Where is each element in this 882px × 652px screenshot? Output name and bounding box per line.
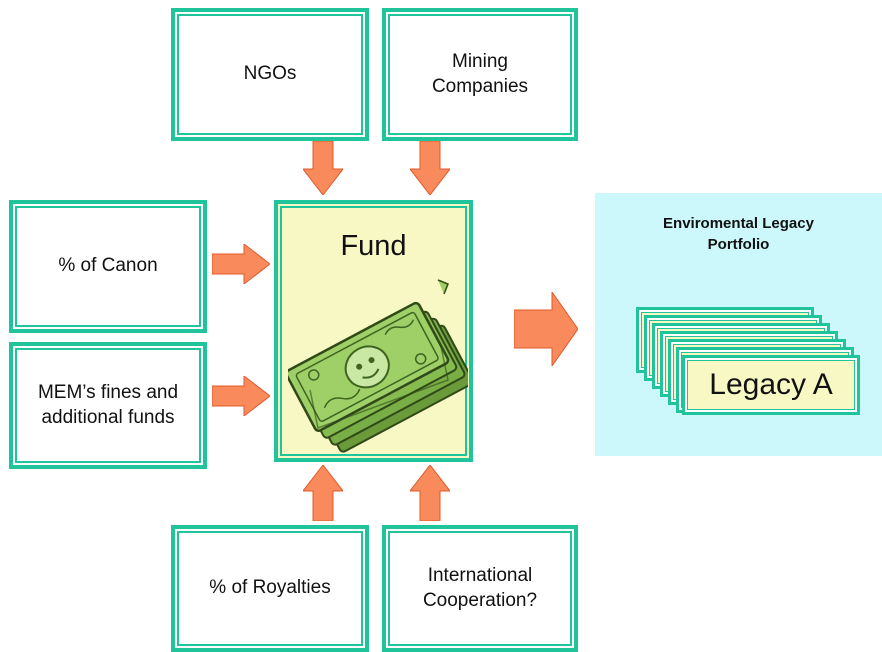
source-label-mining-companies: Mining Companies — [431, 50, 529, 97]
arrow-up-icon — [303, 465, 343, 521]
source-box-international-cooperation: International Cooperation? — [382, 525, 578, 652]
arrow-right-icon — [212, 376, 270, 416]
money-stack-icon — [288, 279, 468, 453]
arrow-down-icon — [303, 141, 343, 195]
arrow-up-icon — [410, 465, 450, 521]
portfolio-title: Enviromental Legacy Portfolio — [663, 215, 814, 253]
source-box-ngos: NGOs — [171, 8, 369, 141]
source-box-mem-fines: MEM’s fines and additional funds — [9, 342, 207, 469]
arrow-right-large-icon — [514, 292, 578, 366]
legacy-card-label: Legacy A — [709, 368, 833, 401]
fund-box: Fund — [274, 200, 473, 462]
source-label-royalties: % of Royalties — [209, 577, 331, 599]
source-box-royalties: % of Royalties — [171, 525, 369, 652]
legacy-portfolio-panel: Enviromental Legacy Portfolio Legacy A — [595, 193, 882, 456]
source-label-international-cooperation: International Cooperation? — [422, 564, 538, 611]
source-box-mining-companies: Mining Companies — [382, 8, 578, 141]
arrow-down-icon — [410, 141, 450, 195]
source-box-canon: % of Canon — [9, 200, 207, 333]
source-label-mem-fines: MEM’s fines and additional funds — [37, 381, 179, 428]
fund-title: Fund — [340, 230, 407, 262]
arrow-right-icon — [212, 244, 270, 284]
legacy-card-front: Legacy A — [682, 355, 860, 415]
source-label-canon: % of Canon — [58, 255, 158, 277]
source-label-ngos: NGOs — [243, 63, 297, 85]
